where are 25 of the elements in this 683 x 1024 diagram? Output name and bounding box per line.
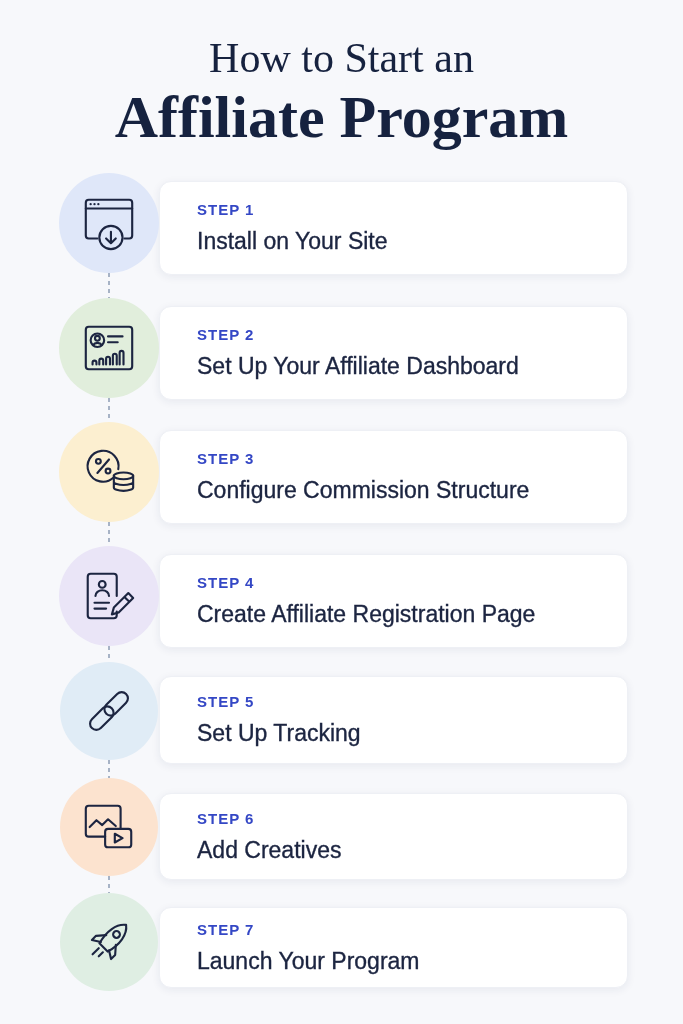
step-card — [159, 306, 628, 400]
connector-line — [108, 272, 110, 299]
connector-line — [108, 759, 110, 779]
step-title: Launch Your Program — [197, 946, 420, 975]
step-title: Set Up Tracking — [197, 719, 361, 747]
step-card — [159, 181, 628, 275]
step-label: STEP 4 — [197, 574, 255, 592]
step-title: Add Creatives — [197, 835, 342, 864]
step-card — [159, 676, 628, 764]
page-title: How to Start an Affiliate Program — [113, 34, 570, 152]
step-title: Set Up Your Affiliate Dashboard — [197, 352, 519, 380]
step-card — [159, 907, 628, 988]
step-title: Create Affiliate Registration Page — [197, 600, 536, 628]
step-label: STEP 3 — [197, 450, 255, 468]
step-card — [159, 430, 628, 524]
step-card — [159, 793, 628, 880]
step-label: STEP 5 — [197, 693, 255, 711]
step-title: Configure Commission Structure — [197, 476, 530, 504]
step-label: STEP 7 — [197, 920, 255, 939]
connector-line — [108, 875, 110, 894]
step-title: Install on Your Site — [197, 227, 388, 255]
step-card — [159, 554, 628, 648]
step-label: STEP 1 — [197, 201, 255, 219]
step-label: STEP 2 — [197, 326, 255, 344]
step-label: STEP 6 — [197, 809, 255, 828]
